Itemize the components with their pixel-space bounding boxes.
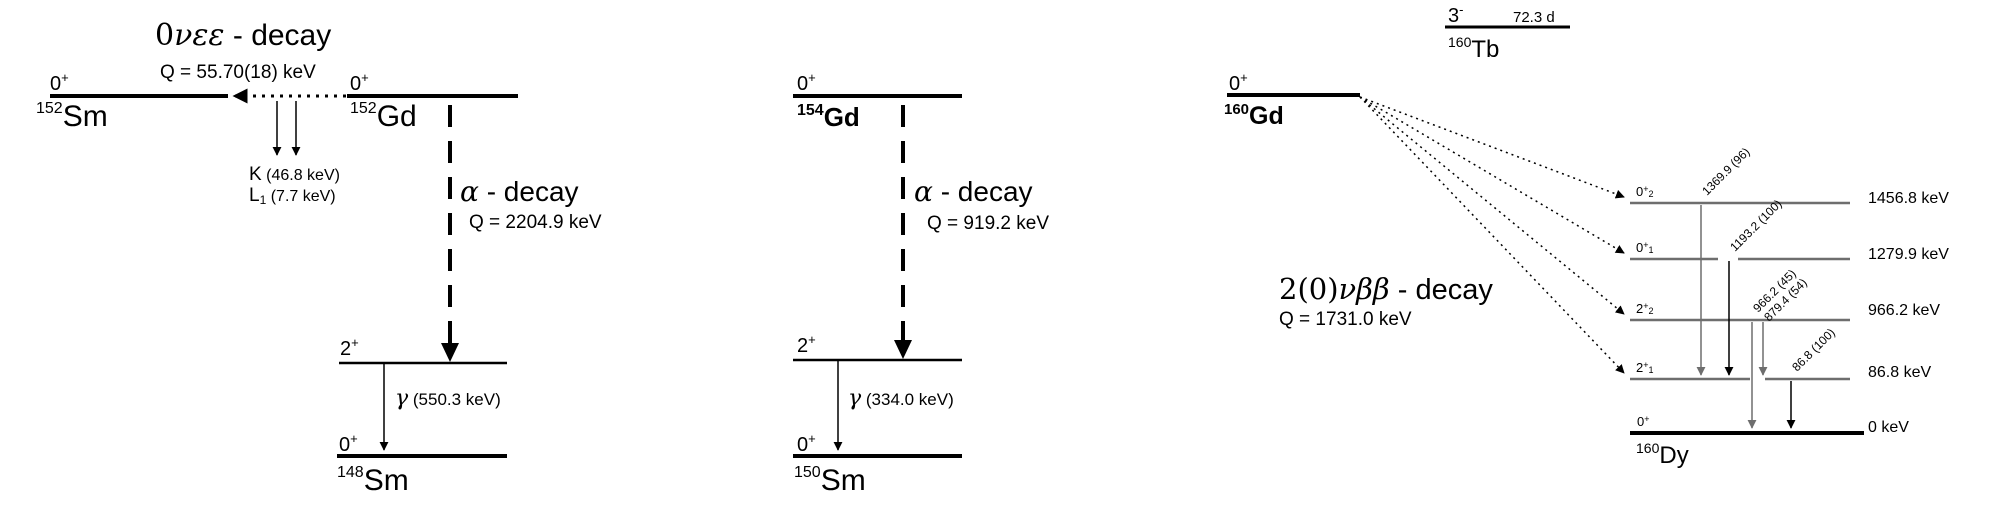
dy160-nucleus-label: 160Dy	[1636, 440, 1689, 469]
xray-k-label: K (46.8 keV)	[249, 164, 340, 185]
gd154-nucleus-label: 154Gd	[797, 102, 860, 132]
panel-gd152: 0νεε - decay Q = 55.70(18) keV 0+ 152Sm …	[36, 18, 602, 497]
level-spin-2plus2: 2+2	[1636, 301, 1654, 316]
alpha-q-value-2: Q = 919.2 keV	[927, 213, 1049, 234]
panel-gd160: 3- 72.3 d 160Tb 0+ 160Gd 2(0)νββ - decay…	[1224, 2, 1949, 469]
level-spin-0plus1: 0+1	[1636, 240, 1654, 255]
gd152-nucleus-label: 152Gd	[350, 100, 417, 133]
sm148-2plus-spin-label: 2+	[340, 335, 359, 360]
xray-l-label: L1 (7.7 keV)	[249, 185, 336, 207]
sm152-spin-label: 0+	[50, 70, 69, 95]
sm152-nucleus-label: 152Sm	[36, 100, 108, 133]
bb-arrow-to-0plus1	[1359, 96, 1625, 254]
gd152-spin-label: 0+	[350, 70, 369, 95]
level-energy-966: 966.2 keV	[1868, 302, 1940, 319]
alpha-q-value: Q = 2204.9 keV	[469, 212, 602, 233]
bb-arrow-to-0plus2	[1359, 96, 1625, 199]
ecec-q-value: Q = 55.70(18) keV	[160, 62, 316, 83]
level-spin-0plus2: 0+2	[1636, 184, 1654, 199]
sm148-spin-label: 0+	[339, 431, 358, 456]
sm150-spin-label: 0+	[797, 431, 816, 456]
tb160-spin-label: 3-	[1448, 2, 1463, 27]
level-energy-1279: 1279.9 keV	[1868, 246, 1949, 263]
gamma-550-label: γ (550.3 keV)	[395, 386, 501, 411]
gamma-334-label: γ (334.0 keV)	[848, 386, 954, 411]
bb-arrow-to-2plus1	[1359, 96, 1625, 374]
gamma-86-label: 86.8 (100)	[1789, 326, 1838, 375]
gd160-spin-label: 0+	[1229, 70, 1248, 95]
gamma-1193-label: 1193.2 (100)	[1727, 197, 1784, 254]
alpha-decay-arrowhead-2	[894, 340, 912, 359]
alpha-decay-label: α - decay	[460, 175, 579, 208]
tb160-halflife: 72.3 d	[1513, 9, 1555, 26]
level-energy-0: 0 keV	[1868, 419, 1909, 436]
gd160-nucleus-label: 160Gd	[1224, 101, 1284, 130]
sm150-2plus-spin-label: 2+	[797, 332, 816, 357]
alpha-decay-label-2: α - decay	[914, 175, 1033, 208]
dy160-ground-spin-label: 0+	[1637, 414, 1650, 429]
level-spin-2plus1: 2+1	[1636, 360, 1654, 375]
level-energy-86: 86.8 keV	[1868, 364, 1931, 381]
double-beta-q-value: Q = 1731.0 keV	[1279, 309, 1412, 330]
double-beta-decay-title: 2(0)νββ - decay	[1279, 272, 1493, 306]
gamma-1369-label: 1369.9 (96)	[1699, 145, 1752, 198]
level-energy-1456: 1456.8 keV	[1868, 190, 1949, 207]
gd154-spin-label: 0+	[797, 70, 816, 95]
sm148-nucleus-label: 148Sm	[337, 464, 409, 497]
alpha-decay-arrowhead	[441, 343, 459, 362]
panel-gd154: 0+ 154Gd α - decay Q = 919.2 keV 2+ γ (3…	[793, 70, 1049, 497]
sm150-nucleus-label: 150Sm	[794, 464, 866, 497]
ecec-decay-title: 0νεε - decay	[155, 18, 331, 53]
tb160-nucleus-label: 160Tb	[1448, 34, 1499, 63]
